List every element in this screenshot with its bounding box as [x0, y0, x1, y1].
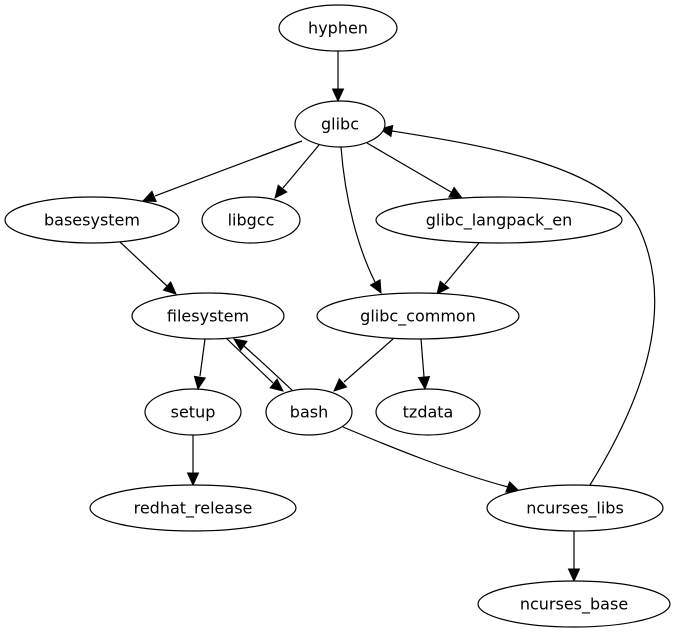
edges-layer: [119, 51, 656, 583]
node-label: basesystem: [44, 211, 140, 230]
node-ellipse[interactable]: [89, 484, 297, 532]
node-ellipse[interactable]: [316, 292, 520, 340]
edge-bash-to-filesystem: [233, 338, 295, 393]
edge-line: [444, 242, 480, 285]
node-setup[interactable]: setup: [144, 388, 242, 436]
edge-line: [343, 338, 394, 383]
node-label: filesystem: [167, 307, 249, 326]
edge-glibc-to-glibc_langpack_en: [366, 142, 464, 199]
node-glibc_langpack_en[interactable]: glibc_langpack_en: [375, 196, 623, 244]
arrowhead-icon: [417, 376, 431, 391]
arrowhead-icon: [274, 184, 288, 199]
node-label: glibc: [321, 115, 359, 134]
node-ncurses_base[interactable]: ncurses_base: [477, 580, 671, 628]
node-glibc[interactable]: glibc: [294, 100, 386, 148]
edge-filesystem-to-setup: [193, 338, 207, 391]
edge-bash-to-ncurses_libs: [342, 426, 521, 493]
edge-line: [154, 140, 303, 197]
node-ncurses_libs[interactable]: ncurses_libs: [486, 484, 664, 532]
node-ellipse[interactable]: [131, 292, 285, 340]
edge-glibc-to-basesystem: [141, 140, 303, 202]
node-glibc_common[interactable]: glibc_common: [316, 292, 520, 340]
node-ellipse[interactable]: [294, 100, 386, 148]
node-label: hyphen: [308, 19, 368, 38]
edge-line: [199, 338, 206, 377]
node-label: tzdata: [403, 403, 454, 422]
edge-line: [119, 241, 168, 287]
node-ellipse[interactable]: [375, 196, 623, 244]
node-label: bash: [290, 403, 328, 422]
edge-line: [225, 337, 274, 384]
arrowhead-icon: [436, 280, 450, 295]
edge-hyphen-to-glibc: [331, 51, 345, 103]
node-libgcc[interactable]: libgcc: [201, 196, 301, 244]
arrowhead-icon: [186, 472, 200, 487]
node-label: redhat_release: [134, 499, 253, 519]
arrowhead-icon: [369, 279, 382, 295]
node-ellipse[interactable]: [4, 196, 180, 244]
edge-glibc_langpack_en-to-glibc_common: [436, 242, 480, 295]
node-filesystem[interactable]: filesystem: [131, 292, 285, 340]
node-label: setup: [171, 403, 216, 422]
edge-ncurses_libs-to-ncurses_base: [567, 531, 581, 583]
arrowhead-icon: [162, 281, 177, 295]
edge-line: [340, 146, 376, 283]
node-label: glibc_langpack_en: [426, 211, 573, 231]
edge-glibc-to-glibc_common: [340, 146, 382, 295]
node-ellipse[interactable]: [144, 388, 242, 436]
edge-line: [243, 345, 295, 393]
edge-line: [391, 130, 656, 486]
edge-glibc_common-to-tzdata: [417, 338, 431, 391]
node-label: ncurses_base: [520, 595, 628, 615]
edge-glibc_common-to-bash: [333, 338, 394, 392]
arrowhead-icon: [333, 377, 348, 392]
node-ellipse[interactable]: [201, 196, 301, 244]
node-ellipse[interactable]: [486, 484, 664, 532]
edge-filesystem-to-bash: [225, 337, 284, 392]
edge-setup-to-redhat_release: [186, 435, 200, 487]
arrowhead-icon: [233, 338, 248, 352]
edge-line: [420, 338, 425, 378]
node-label: ncurses_libs: [526, 499, 624, 519]
edge-basesystem-to-filesystem: [119, 241, 177, 295]
edge-line: [282, 144, 320, 189]
node-hyphen[interactable]: hyphen: [278, 4, 398, 52]
node-ellipse[interactable]: [375, 388, 481, 436]
arrowhead-icon: [141, 190, 157, 202]
arrowhead-icon: [448, 186, 464, 199]
node-label: libgcc: [228, 211, 275, 230]
node-ellipse[interactable]: [265, 388, 353, 436]
nodes-layer: hyphen glibc basesystem libgcc glibc_langpac…: [4, 4, 671, 628]
node-bash[interactable]: bash: [265, 388, 353, 436]
node-ellipse[interactable]: [278, 4, 398, 52]
edge-line: [342, 426, 509, 488]
arrowhead-icon: [567, 568, 581, 583]
node-redhat_release[interactable]: redhat_release: [89, 484, 297, 532]
node-basesystem[interactable]: basesystem: [4, 196, 180, 244]
arrowhead-icon: [331, 88, 345, 103]
arrowhead-icon: [193, 375, 207, 391]
arrowhead-icon: [269, 378, 284, 392]
node-tzdata[interactable]: tzdata: [375, 388, 481, 436]
edge-glibc-to-libgcc: [274, 144, 320, 199]
edge-line: [366, 142, 452, 193]
node-label: glibc_common: [360, 307, 476, 327]
node-ellipse[interactable]: [477, 580, 671, 628]
